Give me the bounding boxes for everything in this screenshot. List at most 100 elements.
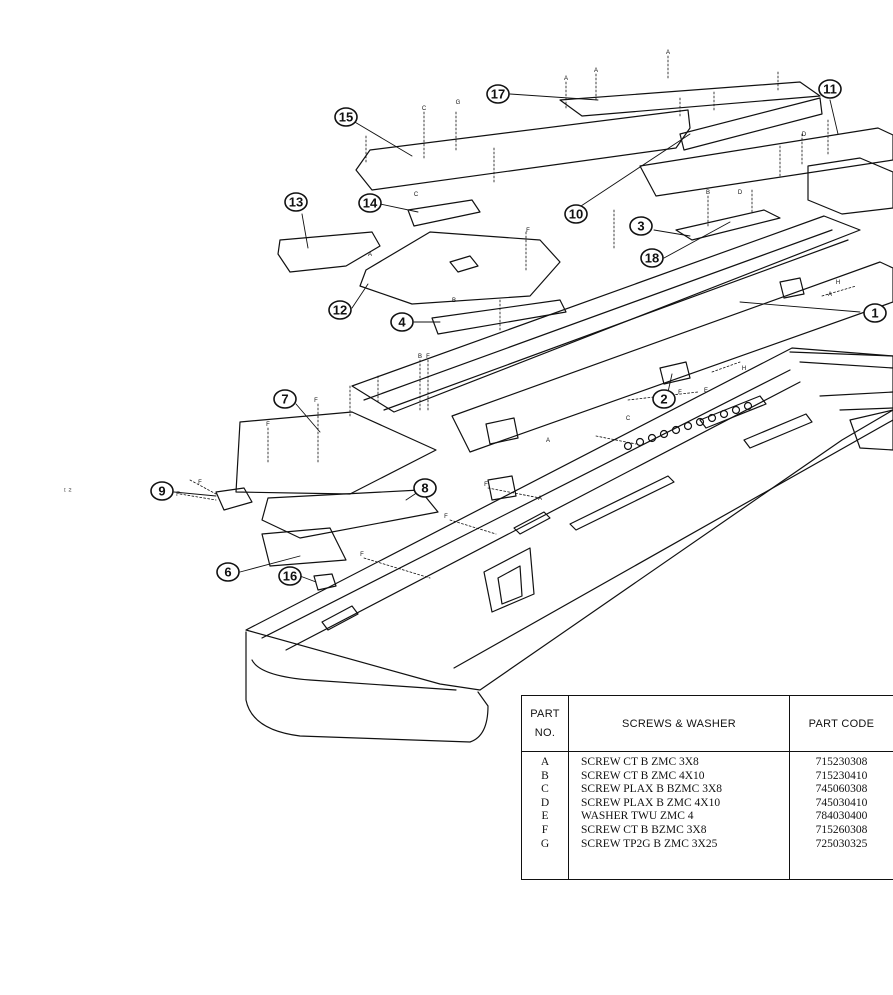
screw-letter: F — [176, 492, 180, 498]
part-no-cell: F — [541, 823, 549, 836]
callout-8: 8 — [421, 481, 428, 496]
hole-row — [623, 401, 753, 451]
screw-letter: F — [198, 480, 202, 486]
part-code-cell: 784030400 — [815, 810, 868, 823]
description-cell: SCREW PLAX B BZMC 3X8 — [581, 783, 723, 796]
screw-letter: A — [594, 68, 598, 74]
part-13-bracket — [277, 231, 381, 273]
description-cell: SCREW PLAX B ZMC 4X10 — [581, 796, 721, 809]
part-11-cover — [639, 127, 893, 197]
callout-14: 14 — [363, 196, 378, 211]
header-description: SCREWS & WASHER — [568, 696, 790, 752]
part-code-cell: 715230308 — [815, 756, 868, 768]
header-part-no: PART NO. — [522, 696, 569, 752]
screw-letter: F — [526, 228, 530, 234]
callout-circle-11 — [818, 79, 842, 99]
screw-letter: F — [444, 514, 448, 520]
part-8-bracket — [261, 489, 439, 539]
screw-letter: H — [742, 366, 746, 372]
callout-1: 1 — [871, 306, 878, 321]
callout-circle-3 — [629, 216, 653, 236]
part-code-cell: 715230410 — [815, 769, 868, 782]
callout-circle-10 — [564, 204, 588, 224]
part-1-bracket — [779, 277, 805, 299]
part-11-box — [807, 157, 893, 215]
callout-15: 15 — [339, 110, 353, 125]
callout-18: 18 — [645, 251, 659, 266]
part-no-cell: E — [541, 810, 549, 823]
callout-7: 7 — [281, 392, 288, 407]
header-part-code: PART CODE — [789, 696, 893, 752]
callout-4: 4 — [398, 315, 406, 330]
callout-circle-18 — [640, 248, 664, 268]
part-code-cell: 745030410 — [815, 796, 868, 809]
part-12-board — [359, 231, 561, 305]
keyboard-frame — [245, 347, 893, 691]
part-9-block — [215, 487, 253, 511]
main-chassis-rail — [351, 215, 861, 413]
part-no-cell: D — [540, 796, 550, 809]
description-cell: SCREW CT B ZMC 3X8 — [581, 756, 699, 768]
table-body-row: A B C D E F G SCREW CT B ZMC 3X8 SCREW C… — [522, 751, 893, 880]
part-3-bracket — [675, 209, 781, 241]
center-bracket — [483, 547, 535, 613]
screw-letter: C — [626, 416, 631, 422]
callout-circle-2 — [652, 389, 676, 409]
part-7-plate — [235, 411, 437, 495]
screw-letter: A — [564, 76, 568, 82]
part-code-cell: 725030325 — [815, 837, 868, 850]
header-part-no-line1: PART — [530, 707, 560, 720]
callout-17: 16 — [283, 569, 297, 584]
header-part-no-line2: NO. — [534, 726, 556, 739]
part-6-bracket — [261, 527, 347, 567]
part-2-bracket — [659, 361, 691, 385]
screw-letter: A — [546, 438, 550, 444]
part-no-column: A B C D E F G — [522, 751, 569, 879]
part-15-plate — [355, 109, 691, 191]
callout-circle-8 — [413, 478, 437, 498]
callout-circle-9 — [150, 481, 174, 501]
part-no-cell: B — [541, 769, 549, 782]
part-16-plate — [559, 81, 821, 117]
callout-circle-6 — [216, 562, 240, 582]
part-no-cell: A — [540, 756, 550, 768]
callout-10: 10 — [569, 207, 583, 222]
description-cell: SCREW CT B ZMC 4X10 — [581, 769, 705, 782]
part-code-column: 715230308 715230410 745060308 745030410 … — [790, 752, 893, 880]
screw-letter: F — [484, 482, 488, 488]
callout-6: 6 — [224, 565, 231, 580]
description-column: SCREW CT B ZMC 3X8 SCREW CT B ZMC 4X10 S… — [568, 751, 790, 879]
screw-letter: F — [678, 390, 682, 396]
screw-letter: F — [360, 552, 364, 558]
callout-circle-1 — [863, 303, 887, 323]
part-no-cell: G — [540, 837, 550, 850]
keyboard-frame-end — [245, 631, 489, 743]
main-chassis-tray — [451, 261, 893, 453]
screw-letter: B — [452, 298, 456, 304]
part-code-cell: 745060308 — [815, 783, 868, 796]
part-10-bracket — [679, 97, 823, 151]
screw-letter: F — [314, 398, 318, 404]
callout-13: 13 — [289, 195, 303, 210]
part-17-block — [313, 573, 337, 591]
stray-mark: ᵗ ² — [64, 486, 72, 496]
callout-circle-7 — [273, 389, 297, 409]
screw-letter: D — [802, 132, 807, 138]
part-14-bracket — [407, 199, 481, 227]
screw-letter: B — [418, 354, 422, 360]
part-no-cell: C — [541, 783, 549, 796]
part-4-bracket — [431, 299, 567, 335]
part-code-cell: 715260308 — [815, 823, 868, 836]
screw-letter: C — [414, 192, 419, 198]
callout-circle-4 — [390, 312, 414, 332]
callout-circle-14 — [358, 193, 382, 213]
screw-letter: E — [704, 388, 708, 394]
callout-circle-15 — [334, 107, 358, 127]
callout-2: 2 — [660, 392, 667, 407]
callout-11: 11 — [823, 82, 837, 97]
screw-letter: A — [828, 292, 832, 298]
callout-16: 17 — [491, 87, 505, 102]
screw-letter: G — [456, 100, 461, 106]
callout-3: 3 — [637, 219, 644, 234]
